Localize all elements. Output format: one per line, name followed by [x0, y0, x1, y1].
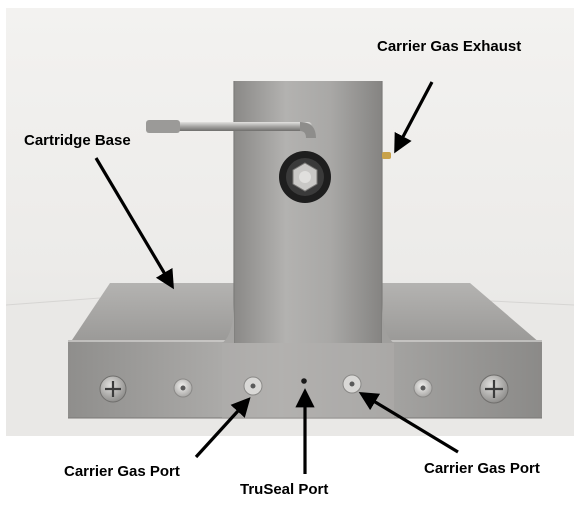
carrier-gas-port-left — [243, 376, 263, 396]
cone-fitting-left — [173, 378, 193, 398]
label-carrier-gas-port-left: Carrier Gas Port — [64, 463, 180, 480]
rod-shaft — [150, 122, 312, 131]
carrier-gas-port-right — [342, 374, 362, 394]
cone-fitting-right — [413, 378, 433, 398]
truseal-port — [301, 378, 307, 384]
arrow-carrier-gas-exhaust — [394, 81, 434, 154]
cable-line — [5, 297, 101, 306]
rod-bend — [300, 122, 316, 138]
screw-right — [479, 374, 509, 404]
exhaust-fitting — [382, 152, 391, 159]
arrow-carrier-gas-port-right — [358, 392, 459, 454]
arrow-carrier-gas-port-left — [194, 397, 251, 459]
screw-left — [99, 375, 127, 403]
label-carrier-gas-exhaust: Carrier Gas Exhaust — [377, 38, 522, 55]
label-carrier-gas-port-right: Carrier Gas Port — [424, 460, 540, 477]
label-truseal-port: TruSeal Port — [240, 481, 329, 498]
knob-bolt — [299, 171, 311, 183]
tower-fillet-right — [382, 300, 394, 343]
tower-fillet — [222, 300, 234, 343]
arrow-cartridge-base — [94, 157, 174, 290]
rod-knurled-end — [146, 120, 180, 133]
tower-block — [234, 81, 382, 343]
label-cartridge-base: Cartridge Base — [24, 132, 131, 149]
